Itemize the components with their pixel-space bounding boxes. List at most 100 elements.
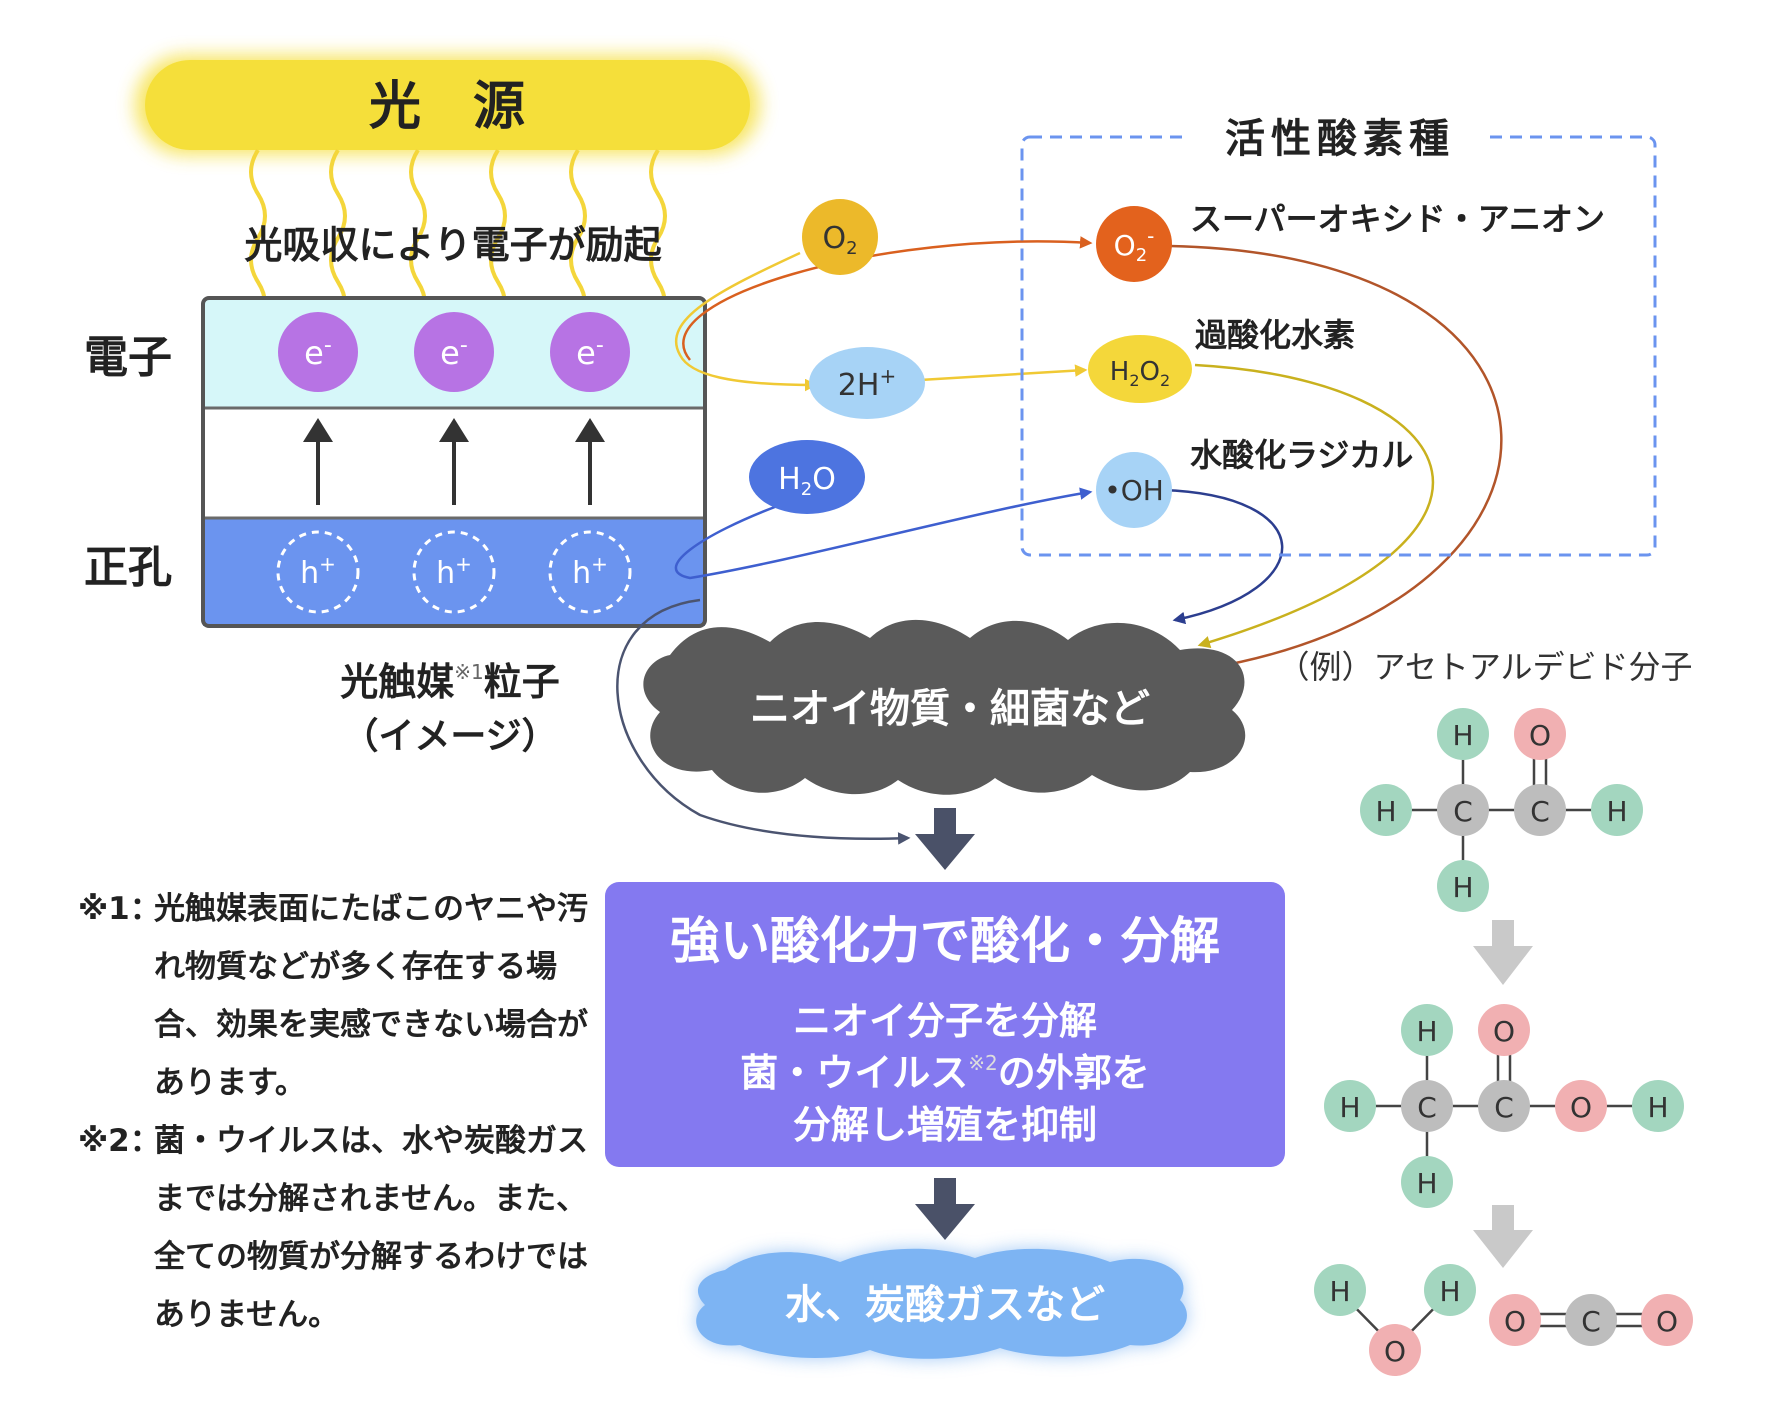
hydroxyl-molecule: •OH xyxy=(1096,452,1172,528)
electron-2: e- xyxy=(414,312,494,392)
molecule-arrow-1 xyxy=(1473,920,1533,985)
arrow-oh-to-target xyxy=(1161,488,1284,625)
atom: H xyxy=(1632,1080,1684,1132)
water-molecule: H H O xyxy=(1314,1264,1476,1376)
atom: C xyxy=(1437,784,1489,836)
process-box: 強い酸化力で酸化・分解 ニオイ分子を分解 菌・ウイルス※2の外郭を 分解し増殖を… xyxy=(605,882,1285,1167)
arrow-to-superoxide xyxy=(682,236,1093,361)
footnote-mark: ※2： xyxy=(78,1123,161,1159)
h2o2-molecule: H2O2 xyxy=(1088,335,1192,403)
atom: H xyxy=(1401,1004,1453,1056)
footnote-text: 光触媒表面にたばこのヤニや汚れ物質などが多く存在する場合、効果を実感できない場合… xyxy=(154,891,588,1101)
footnotes: ※1： 光触媒表面にたばこのヤニや汚れ物質などが多く存在する場合、効果を実感でき… xyxy=(78,880,598,1344)
hydroxyl-label: 水酸化ラジカル xyxy=(1190,436,1413,474)
atom: H xyxy=(1324,1080,1376,1132)
atom: C xyxy=(1478,1080,1530,1132)
svg-text:H: H xyxy=(1606,795,1627,828)
svg-text:h+: h+ xyxy=(572,552,608,591)
svg-text:C: C xyxy=(1494,1091,1514,1124)
superoxide-label: スーパーオキシド・アニオン xyxy=(1190,200,1605,238)
arrow-hole-to-target xyxy=(616,598,911,845)
atom: H xyxy=(1591,784,1643,836)
target-blob: ニオイ物質・細菌など xyxy=(643,619,1246,795)
atom: O xyxy=(1478,1004,1530,1056)
footnote-mark: ※1： xyxy=(78,891,161,927)
svg-text:h+: h+ xyxy=(300,552,336,591)
co2-molecule: O C O xyxy=(1489,1294,1693,1346)
svg-text:C: C xyxy=(1530,795,1550,828)
svg-text:O: O xyxy=(1493,1015,1515,1048)
arrow-h2o2-to-target xyxy=(1194,363,1434,649)
process-line-1: ニオイ分子を分解 xyxy=(793,999,1097,1043)
svg-text:H: H xyxy=(1375,795,1396,828)
light-source-label: 光 源 xyxy=(369,77,525,137)
svg-text:H2O2: H2O2 xyxy=(1110,357,1170,390)
electron-1: e- xyxy=(278,312,358,392)
atom: H xyxy=(1360,784,1412,836)
svg-text:H: H xyxy=(1439,1275,1460,1308)
svg-text:O: O xyxy=(1504,1305,1526,1338)
ros-title: 活性酸素種 xyxy=(1225,116,1455,162)
atom: O xyxy=(1641,1294,1693,1346)
svg-text:H: H xyxy=(1416,1015,1437,1048)
atom: H xyxy=(1437,708,1489,760)
atom: C xyxy=(1401,1080,1453,1132)
excitation-caption: 光吸収により電子が励起 xyxy=(244,223,662,267)
atom: H xyxy=(1424,1264,1476,1316)
h2o-molecule: H2O xyxy=(749,440,865,514)
atom: O xyxy=(1514,708,1566,760)
footnote-text: 菌・ウイルスは、水や炭酸ガスまでは分解されません。また、全ての物質が分解するわけ… xyxy=(154,1123,588,1333)
svg-text:C: C xyxy=(1581,1305,1601,1338)
light-source: 光 源 xyxy=(135,55,760,155)
svg-text:H: H xyxy=(1647,1091,1668,1124)
svg-text:O: O xyxy=(1529,719,1551,752)
svg-text:O: O xyxy=(1384,1335,1406,1368)
flow-arrow-1 xyxy=(915,808,975,870)
atom: H xyxy=(1314,1264,1366,1316)
hole-3: h+ xyxy=(548,530,632,614)
svg-text:C: C xyxy=(1417,1091,1437,1124)
flow-arrow-2 xyxy=(915,1178,975,1240)
svg-text:e-: e- xyxy=(576,333,604,372)
atom: C xyxy=(1565,1294,1617,1346)
acetaldehyde-molecule: H O H C C H H xyxy=(1360,708,1643,912)
svg-text:O: O xyxy=(1656,1305,1678,1338)
atom: C xyxy=(1514,784,1566,836)
hole-1: h+ xyxy=(276,530,360,614)
svg-text:H: H xyxy=(1452,719,1473,752)
arrow-superoxide-to-target xyxy=(1169,244,1503,673)
atom: H xyxy=(1437,860,1489,912)
svg-text:e-: e- xyxy=(304,333,332,372)
molecule-arrow-2 xyxy=(1473,1205,1533,1268)
particle-caption: 光触媒※1粒子 xyxy=(340,660,560,704)
svg-text:O2: O2 xyxy=(822,221,857,259)
svg-text:•OH: •OH xyxy=(1104,474,1164,507)
svg-text:h+: h+ xyxy=(436,552,472,591)
footnote-2: ※2： 菌・ウイルスは、水や炭酸ガスまでは分解されません。また、全ての物質が分解… xyxy=(78,1112,598,1344)
peroxide-label: 過酸化水素 xyxy=(1195,316,1355,354)
holes: h+ h+ h+ xyxy=(276,530,632,614)
hole-2: h+ xyxy=(412,530,496,614)
reaction-arrows xyxy=(616,236,1503,845)
atom: O xyxy=(1555,1080,1607,1132)
o2-molecule: O2 xyxy=(802,199,878,275)
arrow-h2o-to-oh xyxy=(674,487,1093,580)
example-title: （例）アセトアルデビド分子 xyxy=(1277,648,1692,686)
svg-text:O2-: O2- xyxy=(1114,224,1155,266)
process-title: 強い酸化力で酸化・分解 xyxy=(670,912,1220,970)
arrow-to-h2o2 xyxy=(919,364,1088,382)
svg-text:H2O: H2O xyxy=(778,462,836,500)
atom: O xyxy=(1369,1324,1421,1376)
h-plus-molecule: 2H+ xyxy=(809,347,925,419)
acetic-acid-molecule: H O H C C O H H xyxy=(1324,1004,1684,1208)
footnote-1: ※1： 光触媒表面にたばこのヤニや汚れ物質などが多く存在する場合、効果を実感でき… xyxy=(78,880,598,1112)
excitation-arrows xyxy=(303,418,605,505)
process-line-2: 菌・ウイルス※2の外郭を xyxy=(740,1051,1150,1095)
result-cloud: 水、炭酸ガスなど xyxy=(696,1248,1187,1359)
hole-row-label: 正孔 xyxy=(84,542,172,593)
electron-3: e- xyxy=(550,312,630,392)
svg-text:H: H xyxy=(1416,1167,1437,1200)
svg-text:e-: e- xyxy=(440,333,468,372)
particle-image-caption: （イメージ） xyxy=(342,716,557,757)
